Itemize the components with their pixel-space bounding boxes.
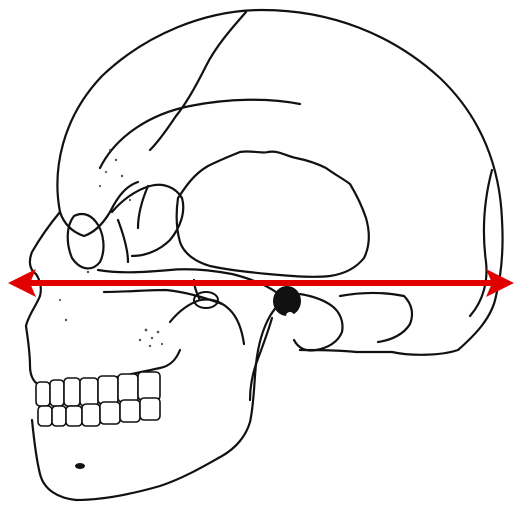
sphenoid-wing bbox=[112, 185, 183, 256]
nasal-bone bbox=[26, 212, 60, 326]
upper-tooth bbox=[80, 378, 98, 406]
occipital-base bbox=[340, 293, 412, 342]
sphenoid-suture bbox=[138, 186, 148, 228]
upper-tooth bbox=[64, 378, 80, 406]
orbit-rim bbox=[68, 214, 104, 268]
shading bbox=[59, 149, 163, 347]
lower-tooth bbox=[52, 406, 66, 426]
lower-tooth bbox=[38, 406, 52, 426]
upper-tooth bbox=[36, 382, 50, 406]
ear-canal bbox=[273, 286, 301, 316]
mastoid-region bbox=[294, 294, 343, 351]
ear-canal-highlight bbox=[286, 312, 294, 320]
mandibular-ramus bbox=[170, 299, 244, 344]
lower-tooth bbox=[66, 406, 82, 426]
lower-tooth bbox=[100, 402, 120, 424]
mental-foramen bbox=[75, 463, 85, 469]
lower-tooth bbox=[120, 400, 140, 422]
teeth bbox=[36, 372, 160, 426]
upper-tooth bbox=[50, 380, 64, 406]
temporal-squama bbox=[177, 151, 369, 276]
lower-tooth bbox=[82, 404, 100, 426]
upper-tooth bbox=[118, 374, 138, 402]
lacrimal-line bbox=[118, 220, 128, 262]
upper-tooth bbox=[138, 372, 160, 400]
lower-tooth bbox=[140, 398, 160, 420]
upper-tooth bbox=[98, 376, 118, 404]
temporal-line bbox=[100, 100, 300, 168]
